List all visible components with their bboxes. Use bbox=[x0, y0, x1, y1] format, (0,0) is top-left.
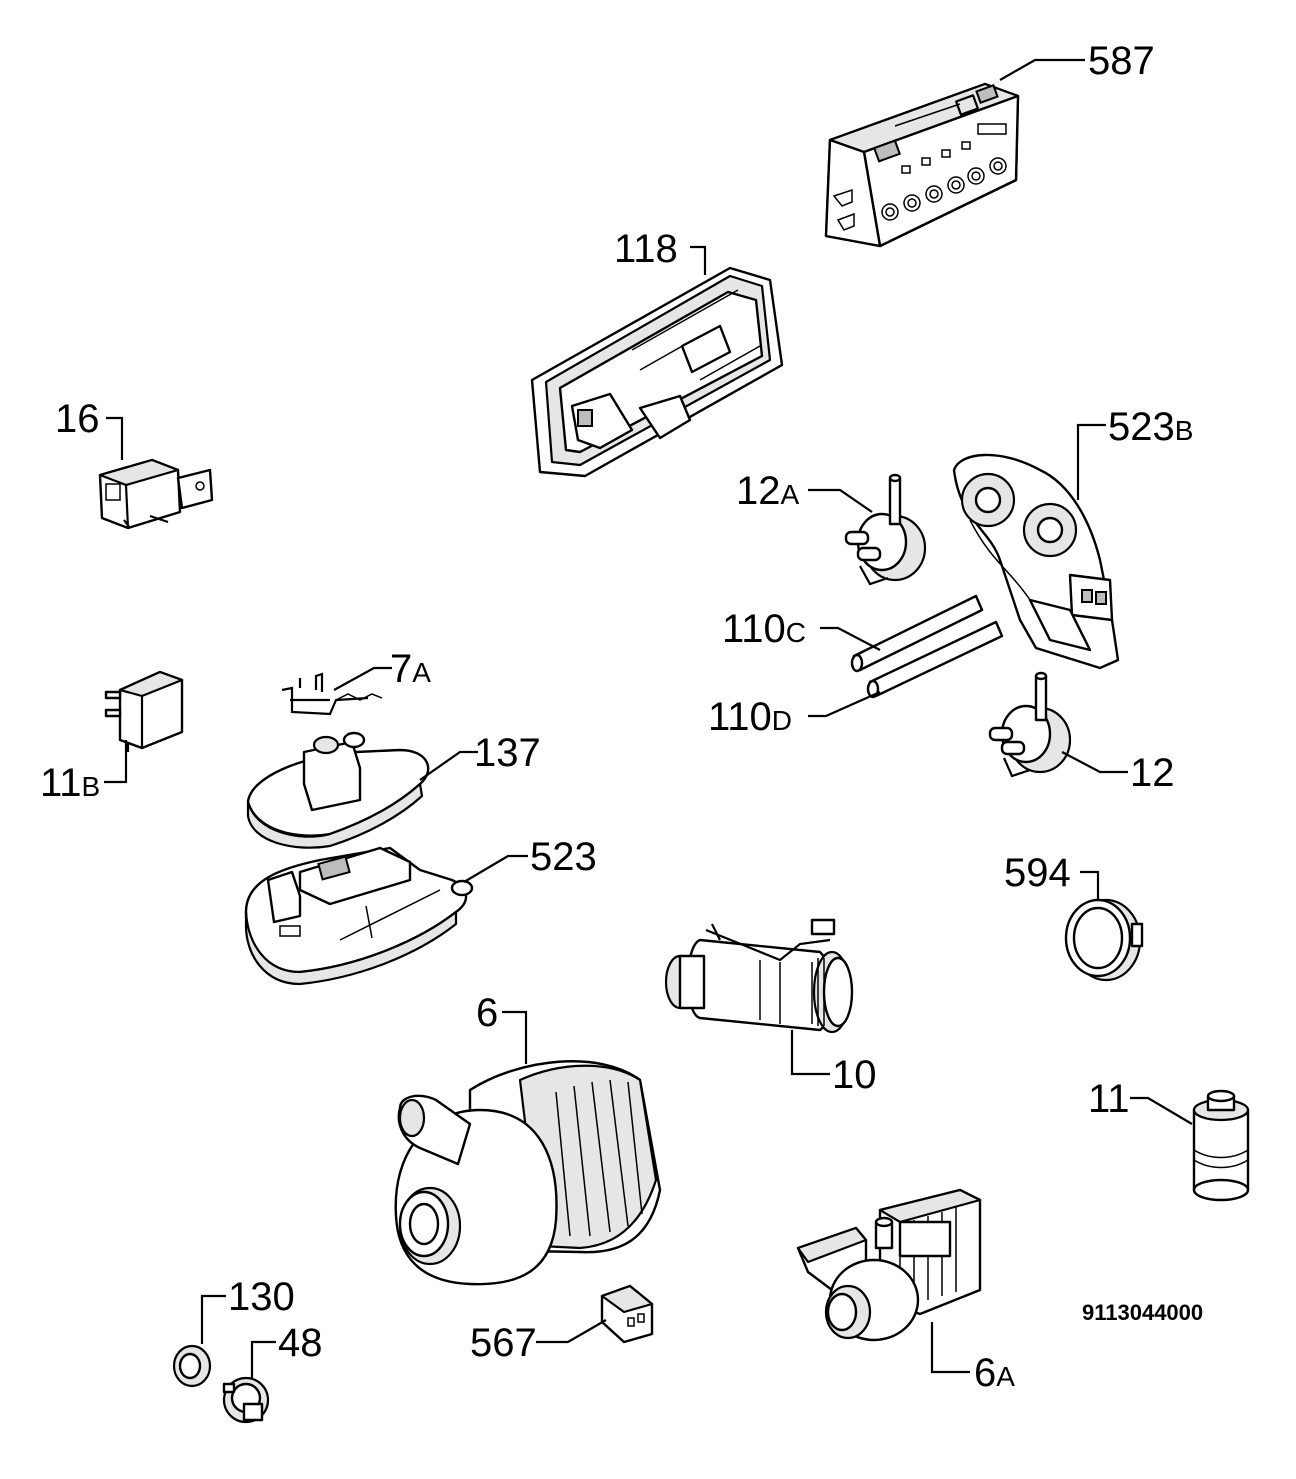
leader-12a bbox=[808, 488, 873, 513]
part-11b-relay bbox=[104, 670, 184, 752]
label-7a: 7A bbox=[390, 647, 431, 691]
label-6: 6 bbox=[476, 991, 498, 1035]
leader-110c bbox=[820, 626, 881, 651]
part-12-pressure-switch bbox=[988, 671, 1072, 778]
part-567-connector bbox=[600, 1284, 654, 1344]
leader-110d bbox=[808, 690, 881, 718]
part-7a-clip bbox=[281, 672, 383, 716]
leader-567 bbox=[536, 1319, 607, 1344]
leader-130 bbox=[200, 1294, 226, 1344]
part-118-display-panel bbox=[530, 266, 784, 478]
label-48: 48 bbox=[278, 1321, 323, 1365]
part-6-circulation-pump bbox=[394, 1060, 662, 1286]
part-594-seal-ring bbox=[1064, 898, 1144, 982]
label-523b: 523B bbox=[1108, 405, 1193, 449]
label-118: 118 bbox=[614, 227, 678, 271]
part-11-capacitor bbox=[1192, 1089, 1250, 1202]
leader-48 bbox=[250, 1340, 276, 1378]
leader-6a bbox=[930, 1322, 970, 1374]
leader-137 bbox=[419, 750, 478, 781]
leader-11b bbox=[104, 740, 128, 784]
part-130-gasket bbox=[172, 1344, 212, 1388]
leader-118 bbox=[690, 245, 707, 275]
leader-6 bbox=[502, 1010, 528, 1064]
leader-12 bbox=[1061, 751, 1128, 774]
label-110d: 110D bbox=[708, 695, 792, 739]
label-16: 16 bbox=[55, 397, 100, 441]
leader-587 bbox=[999, 58, 1085, 81]
document-id: 9113044000 bbox=[1082, 1300, 1203, 1325]
leader-523 bbox=[463, 854, 528, 883]
label-6a: 6A bbox=[974, 1351, 1015, 1395]
label-587: 587 bbox=[1088, 39, 1155, 83]
part-110d-hose bbox=[866, 620, 1004, 699]
part-110c-hose bbox=[850, 594, 984, 673]
part-12a-pressure-switch bbox=[844, 473, 927, 586]
label-11: 11 bbox=[1088, 1077, 1130, 1121]
label-12: 12 bbox=[1130, 751, 1175, 795]
leader-10 bbox=[790, 1030, 830, 1076]
label-11b: 11B bbox=[40, 761, 100, 805]
part-137-float-cover bbox=[246, 731, 430, 849]
label-130: 130 bbox=[228, 1275, 295, 1319]
leader-7a bbox=[333, 666, 392, 691]
part-587-control-module bbox=[824, 82, 1020, 248]
part-6a-drain-pump bbox=[796, 1188, 982, 1342]
leader-11 bbox=[1130, 1096, 1193, 1125]
part-10-heater bbox=[664, 918, 854, 1034]
part-48-plug bbox=[222, 1376, 270, 1424]
leader-16 bbox=[106, 416, 124, 460]
label-10: 10 bbox=[832, 1053, 877, 1097]
label-12a: 12A bbox=[736, 469, 800, 513]
leader-594 bbox=[1080, 870, 1100, 900]
part-523-float-housing bbox=[244, 846, 474, 986]
part-523b-bracket bbox=[952, 453, 1120, 670]
label-567: 567 bbox=[470, 1321, 537, 1365]
leader-523b bbox=[1076, 423, 1106, 500]
label-137: 137 bbox=[474, 731, 541, 775]
label-594: 594 bbox=[1004, 851, 1071, 895]
label-523: 523 bbox=[530, 835, 597, 879]
part-16-switch bbox=[98, 458, 214, 530]
label-110c: 110C bbox=[722, 607, 806, 651]
